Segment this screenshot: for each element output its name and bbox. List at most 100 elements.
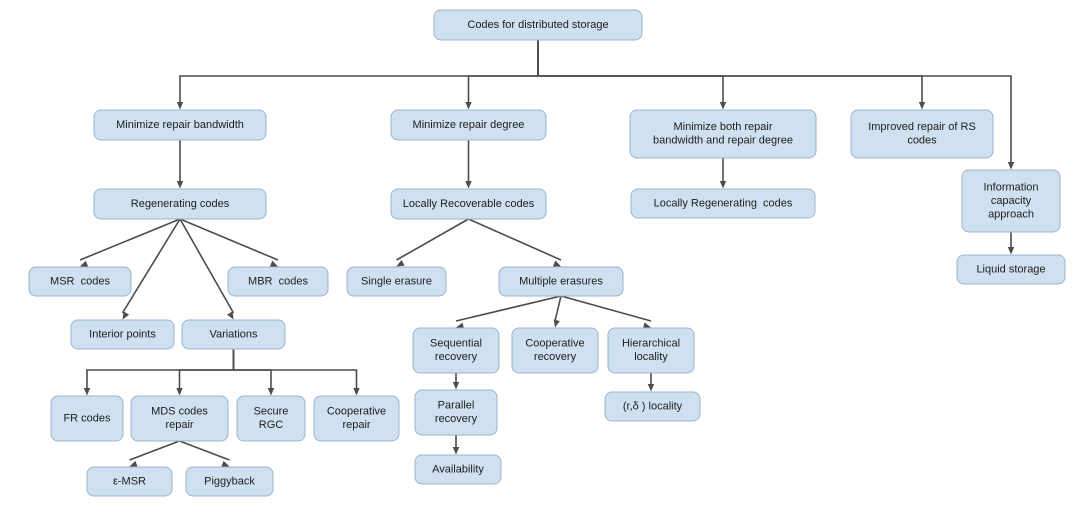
node-lrc[interactable]: Locally Recoverable codes [390,188,547,220]
edge-lrc-to-single_er-arrow [396,260,405,267]
edge-variations-to-mds_repair-arrow [176,388,183,396]
node-label-hier_loc: Hierarchical [622,338,680,350]
node-label-improved_rs: Improved repair of RS [868,121,976,133]
node-interior[interactable]: Interior points [70,319,175,350]
node-msr[interactable]: MSR codes [28,266,132,297]
node-label-variations: Variations [209,328,258,340]
node-label-availability: Availability [432,463,484,475]
edge-regen-to-variations-arrow [227,311,234,320]
node-label-fr_codes: FR codes [63,412,111,424]
node-min_bw[interactable]: Minimize repair bandwidth [93,109,267,141]
node-label-seq_rec: Sequential [430,338,482,350]
edge-multi_er-to-coop_rec-arrow [553,319,560,328]
node-box-min_bw [93,109,267,141]
node-label-eps_msr: ε-MSR [113,475,146,487]
node-piggyback[interactable]: Piggyback [185,466,274,497]
node-lrgc[interactable]: Locally Regenerating codes [630,188,816,219]
edge-root-to-min_deg [467,75,538,104]
node-label-coop_repair: repair [342,419,370,431]
edge-root-to-improved_rs-arrow [918,102,926,110]
node-box-mbr [227,266,329,297]
node-regen[interactable]: Regenerating codes [93,188,267,220]
node-label-coop_rec: Cooperative [525,338,584,350]
node-box-coop_repair [313,395,400,442]
node-box-eps_msr [86,466,173,497]
node-label-piggyback: Piggyback [204,475,255,487]
node-label-par_rec: recovery [435,413,478,425]
edge-variations-to-coop_repair [233,369,358,390]
node-box-piggyback [185,466,274,497]
node-multi_er[interactable]: Multiple erasures [498,266,624,297]
node-label-single_er: Single erasure [361,275,432,287]
node-box-rd_locality [604,391,701,422]
node-variations[interactable]: Variations [181,319,286,350]
node-label-interior: Interior points [89,328,156,340]
node-box-seq_rec [412,327,500,374]
edge-min_bw-to-regen-arrow [176,181,184,189]
node-box-lrgc [630,188,816,219]
node-availability[interactable]: Availability [414,454,502,485]
edge-mds_repair-to-eps_msr [129,440,180,461]
node-rd_locality[interactable]: (r,δ ) locality [604,391,701,422]
node-fr_codes[interactable]: FR codes [50,395,124,442]
edge-lrc-to-single_er [396,218,469,261]
edge-root-to-min_deg-arrow [465,102,472,110]
node-root[interactable]: Codes for distributed storage [433,9,643,41]
node-box-lrc [390,188,547,220]
node-label-min_bw: Minimize repair bandwidth [116,119,244,131]
edge-root-to-min_bw [179,75,538,104]
node-box-root [433,9,643,41]
node-label-min_both: bandwidth and repair degree [653,135,793,147]
node-label-secure_rgc: Secure [254,406,289,418]
edge-root-to-info_cap-arrow [1007,162,1015,170]
node-label-msr: MSR codes [50,275,110,287]
node-min_deg[interactable]: Minimize repair degree [390,109,547,141]
node-label-mds_repair: MDS codes [151,406,208,418]
node-label-secure_rgc: RGC [259,419,284,431]
edge-multi_er-to-coop_rec [554,295,562,322]
node-box-regen [93,188,267,220]
edge-mds_repair-to-piggyback [179,440,230,461]
node-mbr[interactable]: MBR codes [227,266,329,297]
node-label-root: Codes for distributed storage [467,19,608,31]
node-box-multi_er [498,266,624,297]
node-label-info_cap: approach [988,208,1034,220]
node-box-min_deg [390,109,547,141]
node-box-info_cap [961,169,1061,233]
node-single_er[interactable]: Single erasure [346,266,447,297]
node-eps_msr[interactable]: ε-MSR [86,466,173,497]
edge-regen-to-variations [179,218,235,314]
edge-multi_er-to-hier_loc-arrow [642,322,651,329]
edge-par_rec-to-availability-arrow [452,447,460,455]
node-label-lrc: Locally Recoverable codes [403,198,535,210]
edge-variations-to-secure_rgc [233,369,272,390]
node-box-single_er [346,266,447,297]
node-label-improved_rs: codes [907,135,937,147]
edge-regen-to-msr-arrow [80,260,89,267]
edge-variations-to-mds_repair [178,369,234,390]
node-liquid[interactable]: Liquid storage [956,254,1066,285]
node-improved_rs[interactable]: Improved repair of RS codes [850,109,994,159]
edge-root-to-info_cap [538,75,1012,164]
edge-regen-to-mbr-arrow [269,260,278,267]
edge-info_cap-to-liquid-arrow [1007,247,1015,255]
edge-seq_rec-to-par_rec-arrow [452,382,460,390]
node-min_both[interactable]: Minimize both repair bandwidth and repair… [629,109,817,159]
node-box-secure_rgc [236,395,306,442]
node-label-hier_loc: locality [634,351,668,363]
node-label-mds_repair: repair [165,419,193,431]
node-label-lrgc: Locally Regenerating codes [654,197,793,209]
edge-hier_loc-to-rd_locality-arrow [647,384,655,392]
node-label-min_both: Minimize both repair [673,121,772,133]
